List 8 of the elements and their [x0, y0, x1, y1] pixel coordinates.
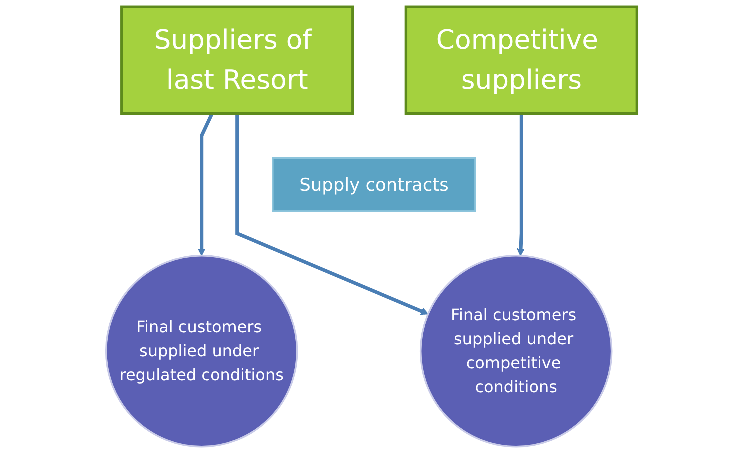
node-box: Suppliers of last Resort	[120, 6, 354, 116]
arrow	[235, 114, 428, 316]
arrow	[198, 112, 214, 256]
node-circle: Final customers supplied under regulated conditions	[105, 254, 298, 448]
node-circle: Final customers supplied under competitive conditions	[420, 254, 612, 448]
node-box: Supply contracts	[272, 157, 476, 212]
arrow	[516, 114, 525, 256]
node-box: Competitive suppliers	[404, 6, 638, 116]
